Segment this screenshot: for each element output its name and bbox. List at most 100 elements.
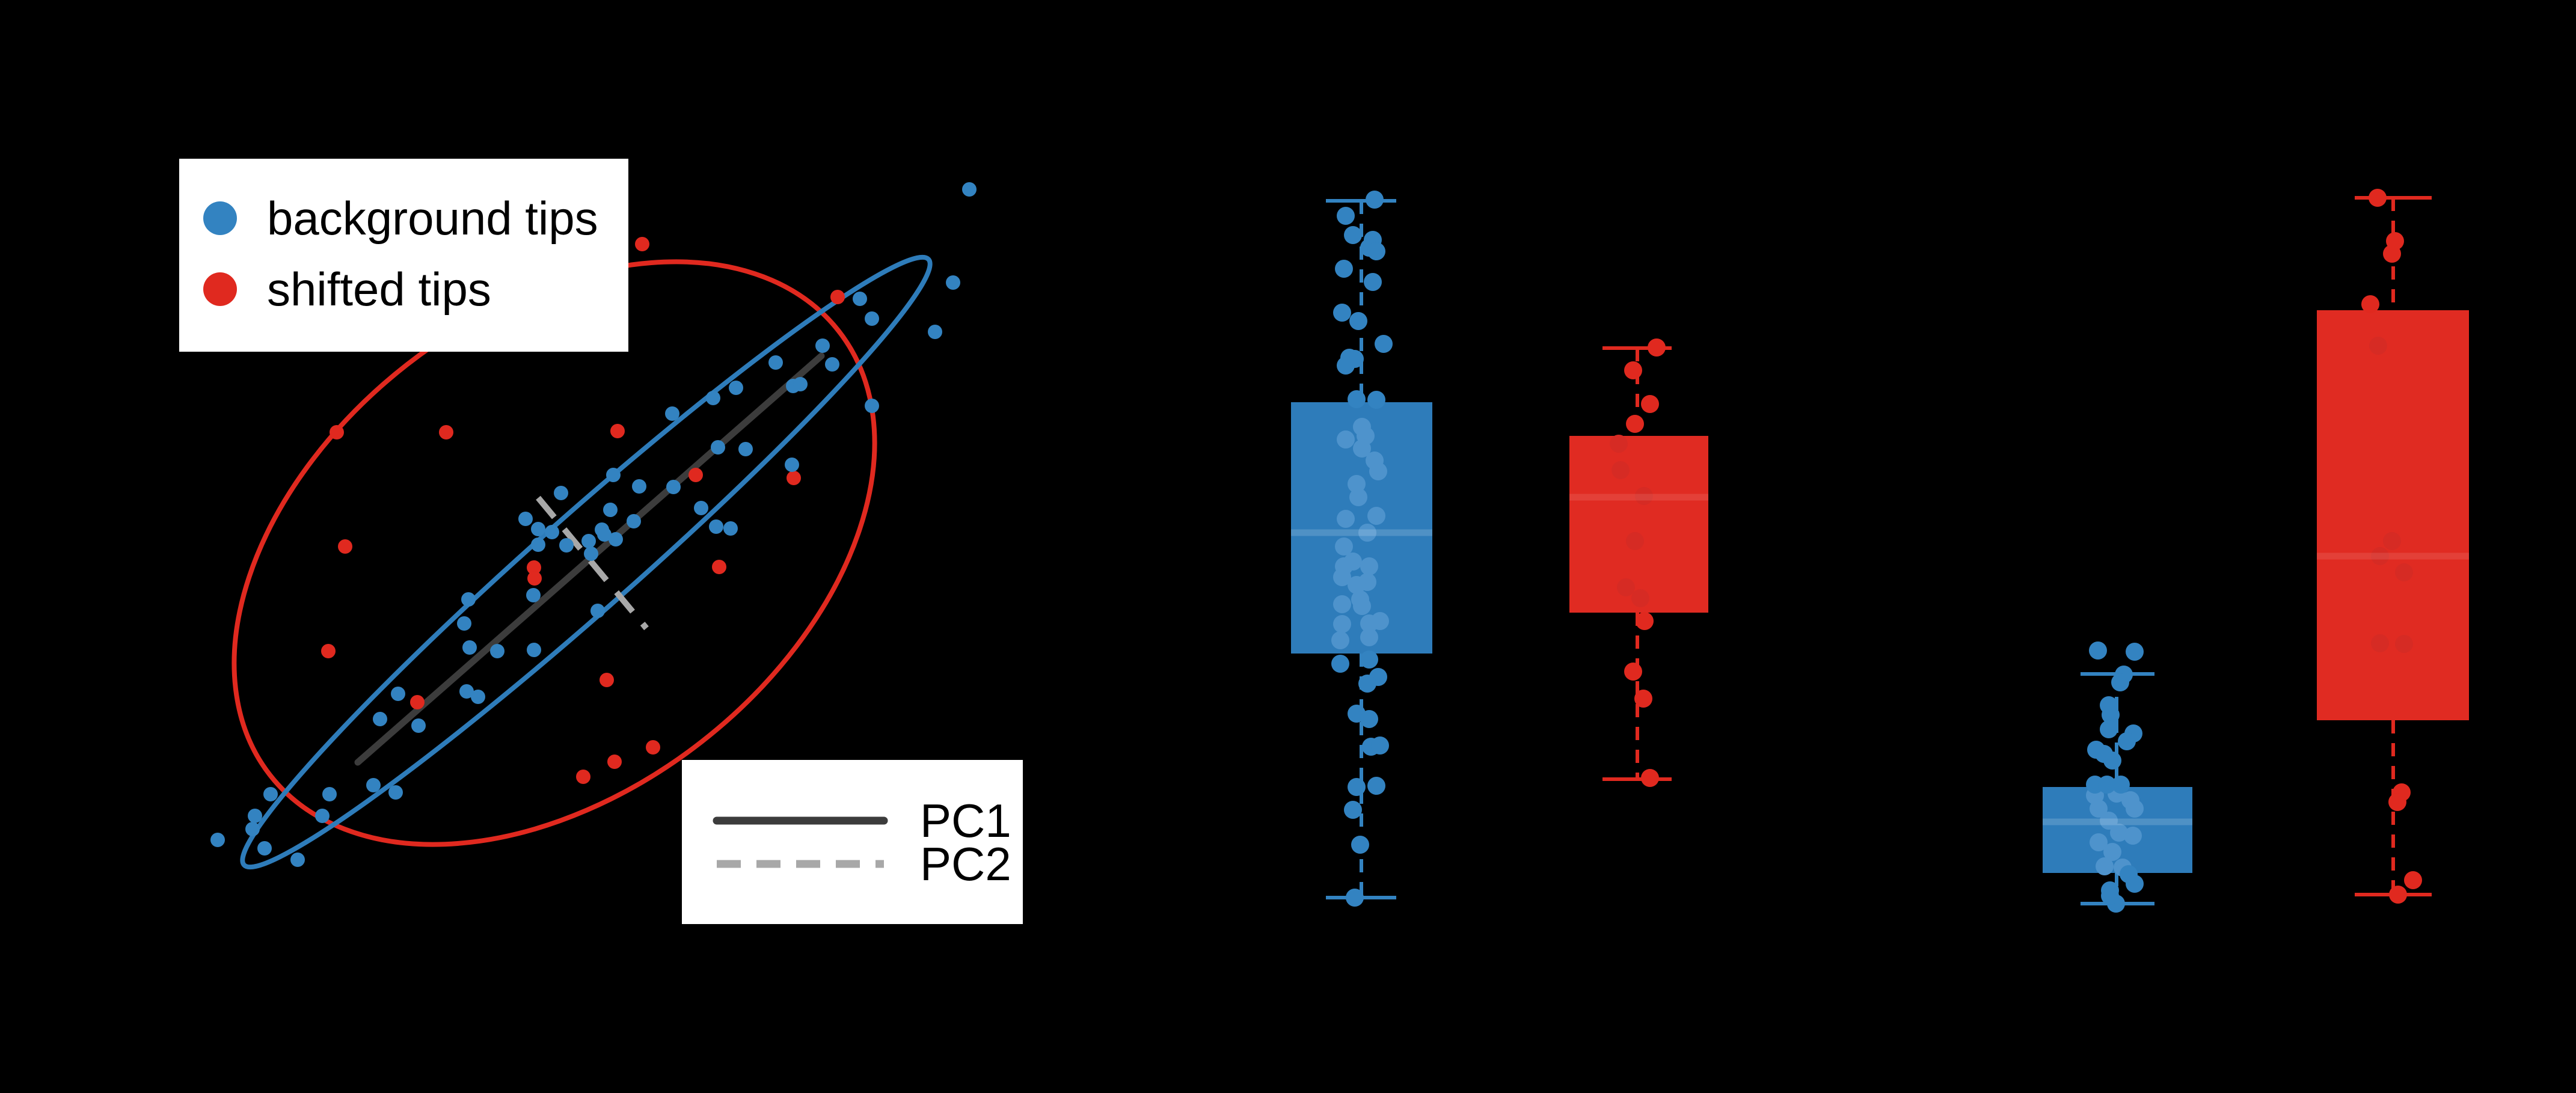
background-tips-jitter-point	[1360, 651, 1378, 669]
pc2-axis-line	[536, 495, 649, 631]
background-tips-jitter-point	[1337, 510, 1355, 528]
shifted-tips-jitter-point	[1648, 338, 1666, 357]
background-tips-point	[666, 480, 681, 494]
background-tips-point	[709, 519, 723, 534]
background-tips-point	[723, 521, 738, 536]
shifted-tips-jitter-point	[1617, 578, 1635, 596]
background-tips-point	[526, 588, 541, 602]
pc2-label: PC2	[920, 837, 1011, 890]
pc1-label: PC1	[920, 794, 1011, 847]
background-tips-point	[490, 644, 504, 658]
background-tips-jitter-point	[1331, 655, 1349, 673]
background-tips-label: background tips	[267, 192, 598, 245]
background-tips-point	[606, 468, 621, 482]
shifted-tips-jitter-point	[2371, 634, 2389, 652]
background-tips-jitter-point	[1367, 391, 1385, 409]
background-tips-point	[793, 377, 808, 391]
shifted-tips-dot-icon	[203, 272, 237, 306]
background-tips-point	[584, 546, 598, 561]
background-tips-point	[518, 512, 533, 526]
shifted-tips-jitter-point	[2369, 189, 2387, 207]
shifted-tips-box	[2317, 310, 2469, 720]
background-tips-jitter-point	[1369, 462, 1387, 480]
shifted-tips-point	[610, 424, 625, 438]
background-tips-jitter-point	[1375, 335, 1393, 353]
shifted-tips-point	[576, 770, 590, 784]
background-tips-point	[461, 592, 476, 607]
background-tips-point	[373, 712, 387, 726]
background-tips-jitter-point	[1348, 576, 1366, 594]
background-tips-point	[545, 525, 559, 539]
background-tips-jitter-point	[2089, 641, 2107, 660]
background-tips-point	[627, 514, 641, 528]
background-tips-jitter-point	[1346, 889, 1364, 907]
shifted-tips-point	[830, 290, 845, 304]
background-tips-point	[865, 399, 879, 413]
background-tips-jitter-point	[1353, 597, 1371, 615]
pca-scatter-panel	[210, 182, 977, 870]
background-tips-jitter-point	[2090, 800, 2108, 818]
background-tips-jitter-point	[2126, 800, 2144, 818]
middle-boxplot-panel	[1291, 191, 1708, 907]
shifted-tips-jitter-point	[2383, 245, 2401, 263]
background-tips-jitter-point	[2118, 732, 2136, 750]
shifted-tips-jitter-point	[1636, 612, 1654, 630]
background-tips-point	[665, 406, 679, 421]
shifted-tips-jitter-point	[2383, 532, 2401, 550]
shifted-tips-label: shifted tips	[267, 263, 491, 316]
shifted-tips-point	[330, 425, 344, 439]
background-tips-point	[738, 442, 753, 456]
background-tips-jitter-point	[2100, 720, 2118, 738]
background-tips-point	[554, 486, 568, 500]
background-tips-point	[581, 534, 596, 548]
background-tips-point	[263, 787, 278, 801]
shifted-tips-jitter-point	[2404, 871, 2422, 889]
background-tips-point	[411, 718, 426, 733]
background-tips-point	[257, 841, 272, 856]
background-tips-point	[590, 604, 605, 618]
shifted-tips-point	[600, 673, 614, 687]
shifted-tips-jitter-point	[1635, 487, 1653, 505]
shifted-tips-point	[787, 471, 801, 485]
background-tips-point	[785, 458, 799, 472]
pc-legend: PC1 PC2	[682, 760, 1023, 924]
background-tips-jitter-point	[2096, 857, 2114, 875]
background-tips-point	[609, 532, 623, 546]
shifted-tips-point	[410, 695, 425, 709]
shifted-tips-jitter-point	[1624, 361, 1642, 379]
shifted-tips-point	[688, 468, 703, 482]
background-tips-jitter-point	[1349, 312, 1367, 330]
background-tips-jitter-point	[1348, 778, 1366, 796]
background-tips-jitter-point	[2102, 706, 2120, 724]
background-tips-point	[245, 822, 260, 836]
background-tips-jitter-point	[2090, 833, 2108, 851]
background-tips-jitter-point	[1367, 242, 1385, 260]
shifted-tips-jitter-point	[1634, 690, 1652, 708]
shifted-tips-box	[1569, 436, 1708, 613]
background-tips-jitter-point	[1367, 507, 1385, 525]
shifted-tips-point	[439, 425, 453, 439]
background-tips-jitter-point	[1371, 736, 1389, 755]
background-tips-jitter-point	[2100, 812, 2118, 830]
background-tips-jitter-point	[1337, 207, 1355, 225]
background-tips-jitter-point	[1358, 524, 1376, 542]
background-tips-jitter-point	[2101, 887, 2119, 905]
shifted-tips-jitter-point	[1631, 589, 1649, 607]
shifted-tips-jitter-point	[1641, 395, 1659, 413]
background-tips-jitter-point	[1331, 631, 1349, 649]
background-tips-jitter-point	[1337, 357, 1355, 375]
shifted-tips-point	[527, 560, 541, 575]
shifted-tips-jitter-point	[1641, 769, 1659, 787]
shifted-tips-jitter-point	[2395, 563, 2413, 581]
background-tips-point	[632, 479, 646, 494]
background-tips-jitter-point	[1360, 628, 1378, 646]
background-tips-point	[315, 809, 330, 823]
background-tips-point	[527, 643, 541, 657]
background-tips-jitter-point	[2126, 875, 2144, 893]
background-tips-point	[322, 787, 337, 801]
shifted-tips-jitter-point	[2389, 886, 2407, 904]
tips-legend: background tips shifted tips	[179, 159, 628, 352]
shifted-tips-point	[321, 644, 336, 658]
background-tips-jitter-point	[2103, 752, 2121, 770]
